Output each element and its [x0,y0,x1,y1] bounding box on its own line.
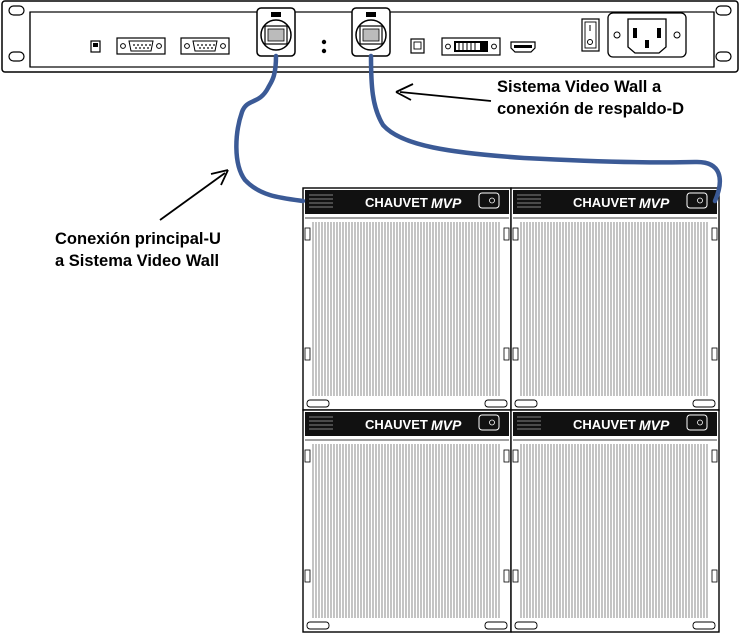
ethercon-port-backup [351,7,391,57]
panel-handle [306,621,330,630]
panel-brand-logo: CHAUVET [365,417,428,432]
power-switch [581,18,600,52]
panel-port-badge [686,414,708,431]
panel-handle [692,621,716,630]
panel-port-badge [478,192,500,209]
panel-latch [304,347,311,361]
main-callout-arrow [159,169,229,221]
panel-latch [503,347,510,361]
panel-latch [711,569,718,583]
panel-brand-logo: CHAUVET [365,195,428,210]
panel-model-logo: MVP [431,417,462,433]
panel-header [513,412,717,436]
panel-handle [484,399,508,408]
panel-latch [512,449,519,463]
panel-brand-logo: CHAUVET [573,195,636,210]
main-label-line-1: Conexión principal-U [55,230,221,248]
panel-latch [503,227,510,241]
panel-model-logo: MVP [639,195,670,211]
panel-latch [304,569,311,583]
panel-port-badge [478,414,500,431]
panel-handle [692,399,716,408]
panel-frame [510,409,720,633]
status-led-2 [321,48,327,54]
panel-frame [302,409,512,633]
panel-frame [302,187,512,411]
main-data-cable [234,53,306,204]
backup-connection-label: Sistema Video Wall a conexión de respald… [497,76,684,120]
backup-label-line-2: conexión de respaldo-D [497,100,685,118]
backup-label-line-1: Sistema Video Wall a [497,78,662,96]
panel-frame [510,187,720,411]
panel-latch [512,227,519,241]
ethercon-port-main [256,7,296,57]
backup-callout-arrow [395,83,492,102]
panel-brand-logo: CHAUVET [573,417,636,432]
panel-handle [484,621,508,630]
panel-model-logo: MVP [639,417,670,433]
backup-data-cable [368,53,723,204]
panel-port-badge [686,192,708,209]
usb-port [410,38,425,54]
panel-header [305,190,509,214]
mount-hole-top-right [715,5,732,16]
panel-latch [711,227,718,241]
panel-latch [503,449,510,463]
panel-header [305,412,509,436]
mount-hole-bottom-right [715,51,732,62]
panel-handle [306,399,330,408]
panel-latch [304,449,311,463]
panel-latch [512,569,519,583]
panel-handle [514,399,538,408]
power-inlet [607,12,687,58]
rack-processor [1,0,739,73]
main-connection-label: Conexión principal-U a Sistema Video Wal… [55,228,221,272]
panel-latch [304,227,311,241]
mount-hole-bottom-left [8,51,25,62]
panel-latch [711,449,718,463]
panel-header [513,190,717,214]
serial-port-1 [116,37,166,55]
panel-latch [711,347,718,361]
panel-model-logo: MVP [431,195,462,211]
panel-latch [512,347,519,361]
main-label-line-2: a Sistema Video Wall [55,252,220,270]
panel-latch [503,569,510,583]
dvi-port [441,37,501,56]
serial-port-2 [180,37,230,55]
panel-handle [514,621,538,630]
status-led-1 [321,39,327,45]
hdmi-port [510,41,536,53]
mount-hole-top-left [8,5,25,16]
